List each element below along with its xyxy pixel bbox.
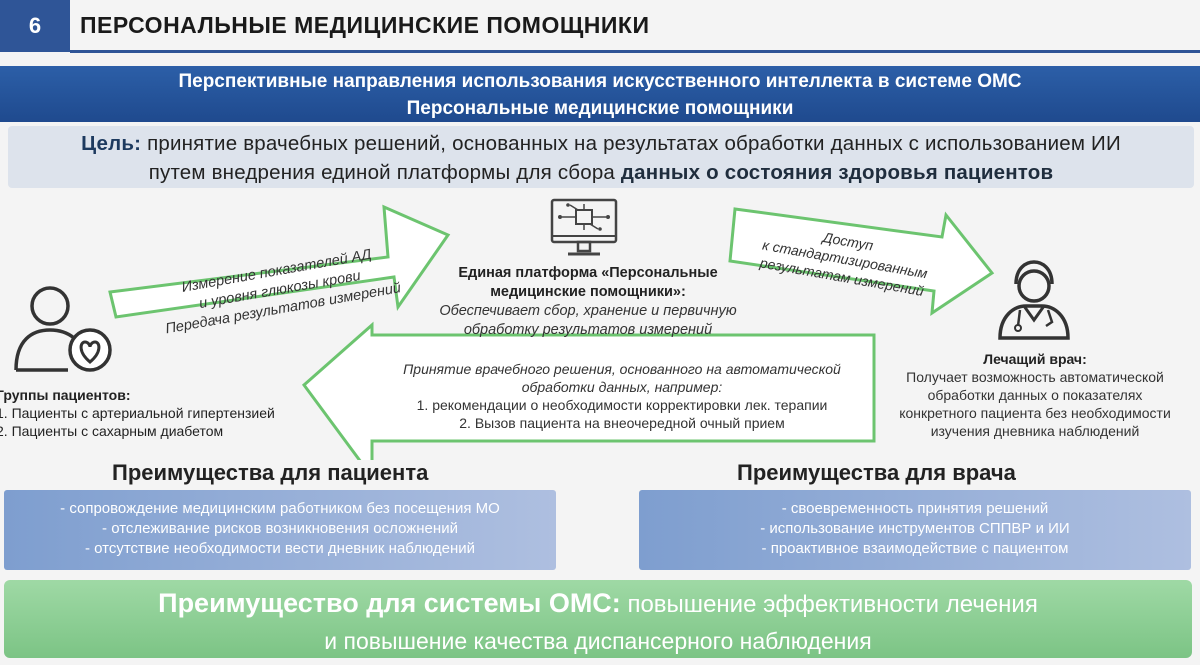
section-banner: Перспективные направления использования … xyxy=(0,66,1200,122)
benefit-doctor-2: - использование инструментов СППВР и ИИ xyxy=(760,520,1070,537)
platform-desc-2: обработку результатов измерений xyxy=(463,322,713,338)
header-divider xyxy=(70,50,1200,53)
patient-group-2: 2. Пациенты с сахарным диабетом xyxy=(0,423,224,439)
decision-line-1: Принятие врачебного решения, основанного… xyxy=(403,361,841,377)
doctor-line-1: Получает возможность автоматической xyxy=(906,369,1164,385)
arrow-platform-to-doctor xyxy=(728,207,995,316)
decision-line-2: обработки данных, например: xyxy=(521,379,723,395)
platform-description: Единая платформа «Персональные медицинск… xyxy=(410,264,766,340)
doctor-line-3: конкретного пациента без необходимости xyxy=(899,405,1171,421)
benefit-doctor-1: - своевременность принятия решений xyxy=(781,500,1049,517)
oms-benefit-text-1: повышение эффективности лечения xyxy=(620,591,1038,618)
patient-heart-icon xyxy=(14,286,112,372)
platform-title-1: Единая платформа «Персональные xyxy=(458,265,718,281)
benefit-patient-1: - сопровождение медицинским работником б… xyxy=(60,500,500,517)
arrow-text-decision: Принятие врачебного решения, основанного… xyxy=(372,360,872,432)
goal-text-1: принятие врачебных решений, основанных н… xyxy=(141,132,1121,155)
goal-text-2-bold: данных о состояния здоровья пациентов xyxy=(620,161,1054,184)
benefit-patient-2: - отслеживание рисков возникновения осло… xyxy=(102,520,458,537)
patient-groups: Группы пациентов: 1. Пациенты с артериал… xyxy=(0,386,275,440)
arrow-back-to-patient xyxy=(301,321,876,460)
oms-benefit-title: Преимущество для системы ОМС: xyxy=(158,588,621,618)
platform-title-2: медицинские помощники»: xyxy=(490,284,686,300)
patient-group-1: 1. Пациенты с артериальной гипертензией xyxy=(0,405,275,421)
doctor-line-2: обработки данных о показателях xyxy=(927,387,1143,403)
slide-number: 6 xyxy=(0,0,70,52)
benefits-patient-title: Преимущества для пациента xyxy=(112,460,429,485)
goal-label: Цель: xyxy=(81,132,142,155)
doctor-icon xyxy=(998,260,1070,340)
banner-line-1: Перспективные направления использования … xyxy=(178,71,1022,92)
doctor-line-4: изучения дневника наблюдений xyxy=(930,423,1140,439)
benefit-patient-3: - отсутствие необходимости вести дневник… xyxy=(84,540,476,557)
benefit-doctor-3: - проактивное взаимодействие с пациентом xyxy=(761,540,1069,557)
computer-network-icon xyxy=(550,198,618,256)
flow-arrows xyxy=(108,204,995,460)
benefits-doctor-title: Преимущества для врача xyxy=(737,460,1016,485)
patient-groups-title: Группы пациентов: xyxy=(0,387,131,403)
benefits-patient-box: - сопровождение медицинским работником б… xyxy=(4,490,556,570)
goal-text-2: путем внедрения единой платформы для сбо… xyxy=(148,161,621,184)
goal-box: Цель: принятие врачебных решений, основа… xyxy=(8,126,1194,188)
decision-line-4: 2. Вызов пациента на внеочередной очный … xyxy=(459,415,785,431)
oms-benefit-text-2: и повышение качества диспансерного наблю… xyxy=(324,628,872,654)
doctor-description: Лечащий врач: Получает возможность автом… xyxy=(880,350,1190,440)
decision-line-3: 1. рекомендации о необходимости корректи… xyxy=(416,397,828,413)
slide-title: ПЕРСОНАЛЬНЫЕ МЕДИЦИНСКИЕ ПОМОЩНИКИ xyxy=(80,12,650,38)
arrow-patient-to-platform xyxy=(108,204,451,319)
oms-benefit-box: Преимущество для системы ОМС: повышение … xyxy=(4,580,1192,658)
benefits-doctor-box: - своевременность принятия решений - исп… xyxy=(639,490,1191,570)
platform-desc-1: Обеспечивает сбор, хранение и первичную xyxy=(439,303,737,319)
banner-line-2: Персональные медицинские помощники xyxy=(406,98,794,119)
doctor-title: Лечащий врач: xyxy=(983,351,1087,367)
